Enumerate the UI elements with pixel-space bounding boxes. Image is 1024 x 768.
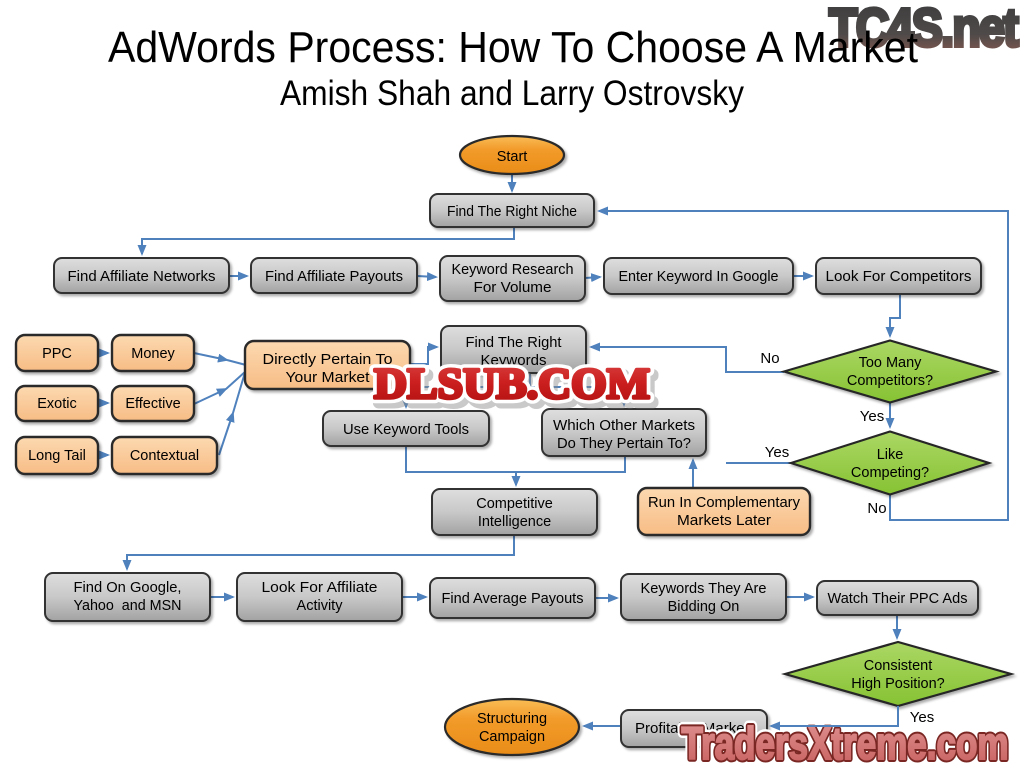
svg-text:Find On Google,: Find On Google, (74, 580, 182, 596)
svg-text:Look For Affiliate: Look For Affiliate (262, 580, 378, 596)
svg-text:No: No (760, 350, 779, 367)
svg-text:DLSUB.COM: DLSUB.COM (374, 361, 650, 408)
svg-text:Look For Competitors: Look For Competitors (826, 269, 972, 285)
svg-text:Start: Start (497, 149, 528, 165)
svg-text:Find The Right: Find The Right (466, 335, 562, 351)
svg-text:Yes: Yes (860, 408, 884, 425)
svg-text:Bidding On: Bidding On (668, 599, 740, 615)
svg-text:Keywords They Are: Keywords They Are (641, 581, 767, 597)
svg-text:Like: Like (877, 447, 904, 463)
svg-text:TradersXtreme.com: TradersXtreme.com (682, 718, 1009, 768)
svg-text:Find Affiliate Payouts: Find Affiliate Payouts (265, 269, 403, 285)
svg-text:Keyword Research: Keyword Research (452, 262, 574, 278)
svg-text:Watch Their PPC Ads: Watch Their PPC Ads (828, 591, 968, 607)
svg-text:Contextual: Contextual (130, 448, 199, 464)
svg-text:Competitors?: Competitors? (847, 373, 933, 389)
svg-text:Find Affiliate Networks: Find Affiliate Networks (68, 269, 216, 285)
svg-text:Use Keyword Tools: Use Keyword Tools (343, 422, 469, 438)
svg-text:No: No (867, 500, 886, 517)
svg-text:Too Many: Too Many (859, 355, 923, 371)
svg-text:Directly Pertain To: Directly Pertain To (263, 352, 393, 368)
svg-text:Exotic: Exotic (37, 396, 77, 412)
svg-text:Long Tail: Long Tail (28, 448, 86, 464)
svg-text:TradersXtreme.com: TradersXtreme.com (682, 718, 1009, 768)
svg-text:Profitable Market!: Profitable Market! (635, 721, 753, 737)
svg-text:Intelligence: Intelligence (478, 514, 551, 530)
svg-text:Find Average Payouts: Find Average Payouts (442, 591, 584, 607)
svg-text:Keywords: Keywords (481, 353, 547, 369)
svg-text:Campaign: Campaign (479, 729, 545, 745)
svg-text:Your Market: Your Market (286, 370, 370, 386)
svg-text:Which Other Markets: Which Other Markets (553, 418, 695, 434)
svg-text:Competing?: Competing? (851, 465, 929, 481)
svg-text:Effective: Effective (125, 396, 180, 412)
svg-text:Yahoo and MSN: Yahoo and MSN (74, 598, 182, 614)
svg-text:DLSUB.COM: DLSUB.COM (374, 361, 650, 408)
svg-text:DLSUB.COM: DLSUB.COM (378, 366, 654, 413)
svg-text:Consistent: Consistent (864, 658, 933, 674)
svg-text:Do They Pertain To?: Do They Pertain To? (557, 436, 691, 452)
svg-text:Run In Complementary: Run In Complementary (648, 495, 801, 511)
svg-text:AdWords Process: How To Choose: AdWords Process: How To Choose A Market (108, 23, 918, 72)
svg-text:TC4S.net: TC4S.net (829, 0, 1019, 58)
svg-text:High Position?: High Position? (851, 676, 945, 692)
svg-text:Amish Shah and Larry Ostrovsky: Amish Shah and Larry Ostrovsky (280, 74, 744, 113)
svg-text:Find The Right Niche: Find The Right Niche (447, 204, 577, 220)
svg-text:Structuring: Structuring (477, 711, 547, 727)
svg-text:Money: Money (131, 346, 175, 362)
svg-text:Enter Keyword In Google: Enter Keyword In Google (619, 269, 779, 285)
svg-text:Activity: Activity (297, 598, 344, 614)
svg-text:Yes: Yes (765, 444, 789, 461)
svg-text:For Volume: For Volume (474, 280, 552, 296)
svg-text:Markets Later: Markets Later (677, 513, 771, 529)
svg-text:PPC: PPC (42, 346, 72, 362)
svg-text:Yes: Yes (910, 709, 934, 726)
svg-text:Competitive: Competitive (476, 496, 553, 512)
